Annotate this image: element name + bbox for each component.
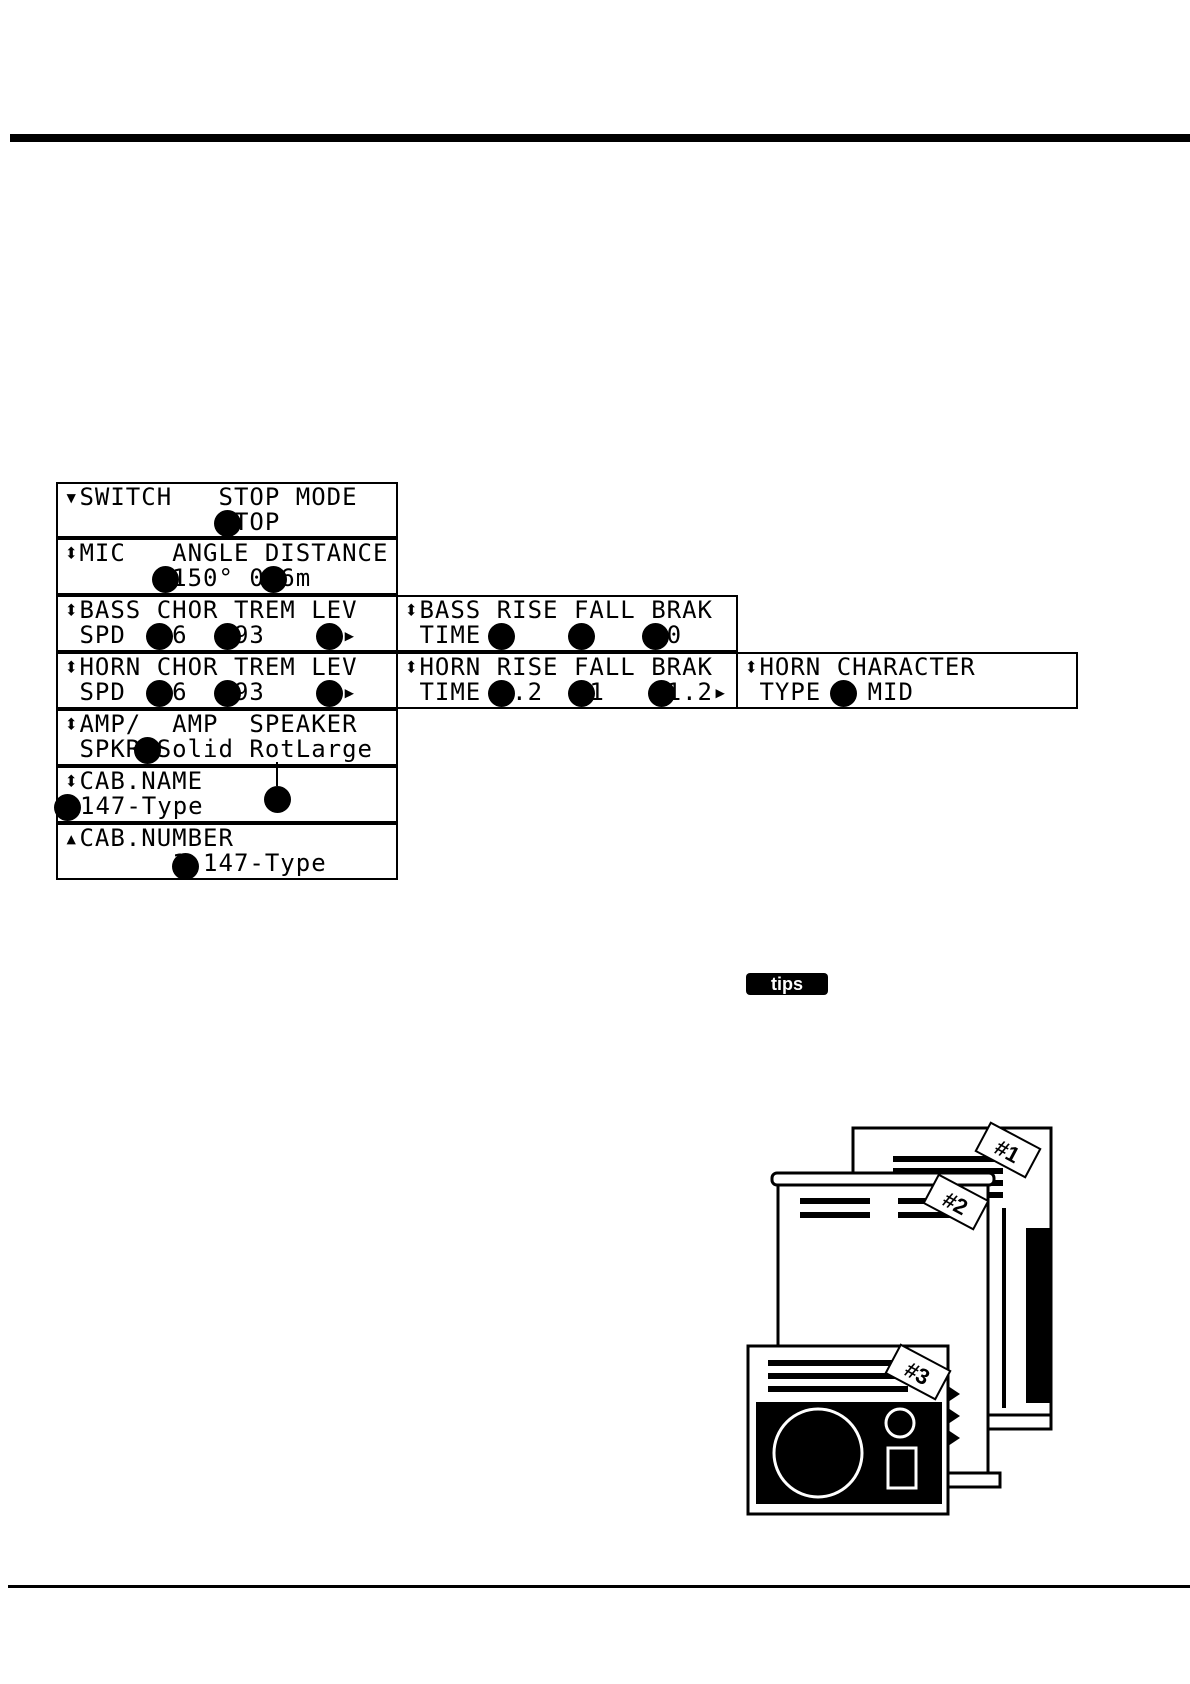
lcd-line-1: ⬍HORN CHARACTER — [744, 653, 976, 681]
lcd-line-1: ⬍HORN CHOR TREM LEV — [64, 653, 358, 681]
lcd-line-2: STOP — [64, 508, 281, 536]
callout-dot — [54, 794, 81, 821]
speaker-leader-line — [276, 762, 278, 786]
callout-dot — [316, 680, 343, 707]
callout-dot — [152, 566, 179, 593]
lcd-line-1: ▴CAB.NUMBER — [64, 824, 234, 852]
callout-dot — [172, 853, 199, 880]
callout-dot — [214, 510, 241, 537]
tag-1: #1 — [974, 1121, 1042, 1179]
callout-dot — [146, 680, 173, 707]
lcd-horn-character: ⬍HORN CHARACTER TYPE MID — [736, 652, 1078, 709]
lcd-line-2: TIME 2.2 1 1.2▸ — [404, 678, 729, 706]
callout-dot — [488, 623, 515, 650]
callout-dot — [648, 680, 675, 707]
lcd-line-2: 147-Type — [80, 792, 204, 820]
callout-dot — [264, 786, 291, 813]
callout-dot — [568, 623, 595, 650]
callout-dot — [134, 737, 161, 764]
callout-dot — [568, 680, 595, 707]
lcd-cab-number: ▴CAB.NUMBER 1:147-Type — [56, 823, 398, 880]
tips-badge: tips — [746, 973, 828, 995]
callout-dot — [488, 680, 515, 707]
lcd-line-1: ⬍HORN RISE FALL BRAK — [404, 653, 713, 681]
lcd-line-2: SPD 36 393 0▸ — [64, 621, 358, 649]
callout-dot — [214, 680, 241, 707]
callout-dot — [260, 566, 287, 593]
lcd-line-1: ⬍BASS RISE FALL BRAK — [404, 596, 713, 624]
lcd-line-1: ⬍BASS CHOR TREM LEV — [64, 596, 358, 624]
tag-3: #3 — [884, 1343, 952, 1401]
lcd-line-1: ⬍AMP/ AMP SPEAKER — [64, 710, 358, 738]
lcd-line-1: ⬍CAB.NAME — [64, 767, 204, 795]
lcd-line-1: ⬍MIC ANGLE DISTANCE — [64, 539, 389, 567]
lcd-bass-speed: ⬍BASS CHOR TREM LEV SPD 36 393 0▸ — [56, 595, 398, 652]
lcd-bass-time: ⬍BASS RISE FALL BRAK TIME 7 5 10 — [396, 595, 738, 652]
callout-dot — [830, 680, 857, 707]
callout-dot — [146, 623, 173, 650]
lcd-line-2: SPKR Solid RotLarge — [64, 735, 373, 763]
bottom-rule — [8, 1585, 1190, 1588]
lcd-horn-time: ⬍HORN RISE FALL BRAK TIME 2.2 1 1.2▸ — [396, 652, 738, 709]
lcd-mic: ⬍MIC ANGLE DISTANCE 150° 0.6m — [56, 538, 398, 595]
callout-dot — [214, 623, 241, 650]
callout-dot — [642, 623, 669, 650]
lcd-amp: ⬍AMP/ AMP SPEAKER SPKR Solid RotLarge — [56, 709, 398, 766]
callout-dot — [316, 623, 343, 650]
lcd-switch: ▾SWITCH STOP MODE STOP — [56, 482, 398, 538]
lcd-line-2: TIME 7 5 10 — [404, 621, 683, 649]
lcd-cab-name: ⬍CAB.NAME 147-Type — [54, 762, 398, 823]
lcd-line-1: ▾SWITCH STOP MODE — [64, 483, 358, 511]
cabinet-illustration: #1 #2 #3 — [746, 1121, 1053, 1516]
lcd-horn-speed: ⬍HORN CHOR TREM LEV SPD 36 393 0▸ — [56, 652, 398, 709]
tag-2: #2 — [922, 1173, 990, 1231]
lcd-line-2: TYPE MID — [744, 678, 914, 706]
top-rule — [10, 134, 1190, 142]
lcd-line-2: SPD 36 393 0▸ — [64, 678, 358, 706]
